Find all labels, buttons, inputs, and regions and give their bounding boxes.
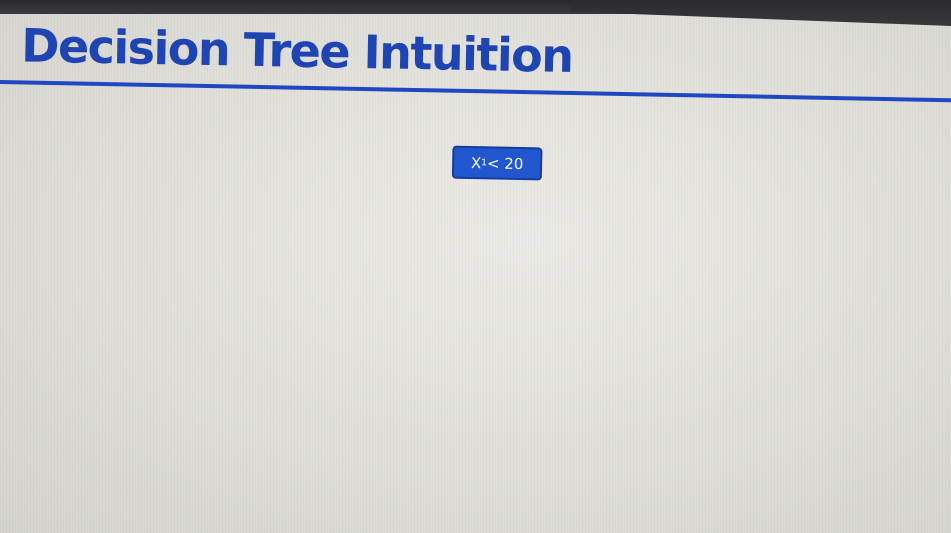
slide-title: Decision Tree Intuition xyxy=(20,18,574,83)
title-underline xyxy=(0,79,951,103)
node-condition: < 20 xyxy=(486,153,524,173)
node-variable: X xyxy=(470,153,482,172)
